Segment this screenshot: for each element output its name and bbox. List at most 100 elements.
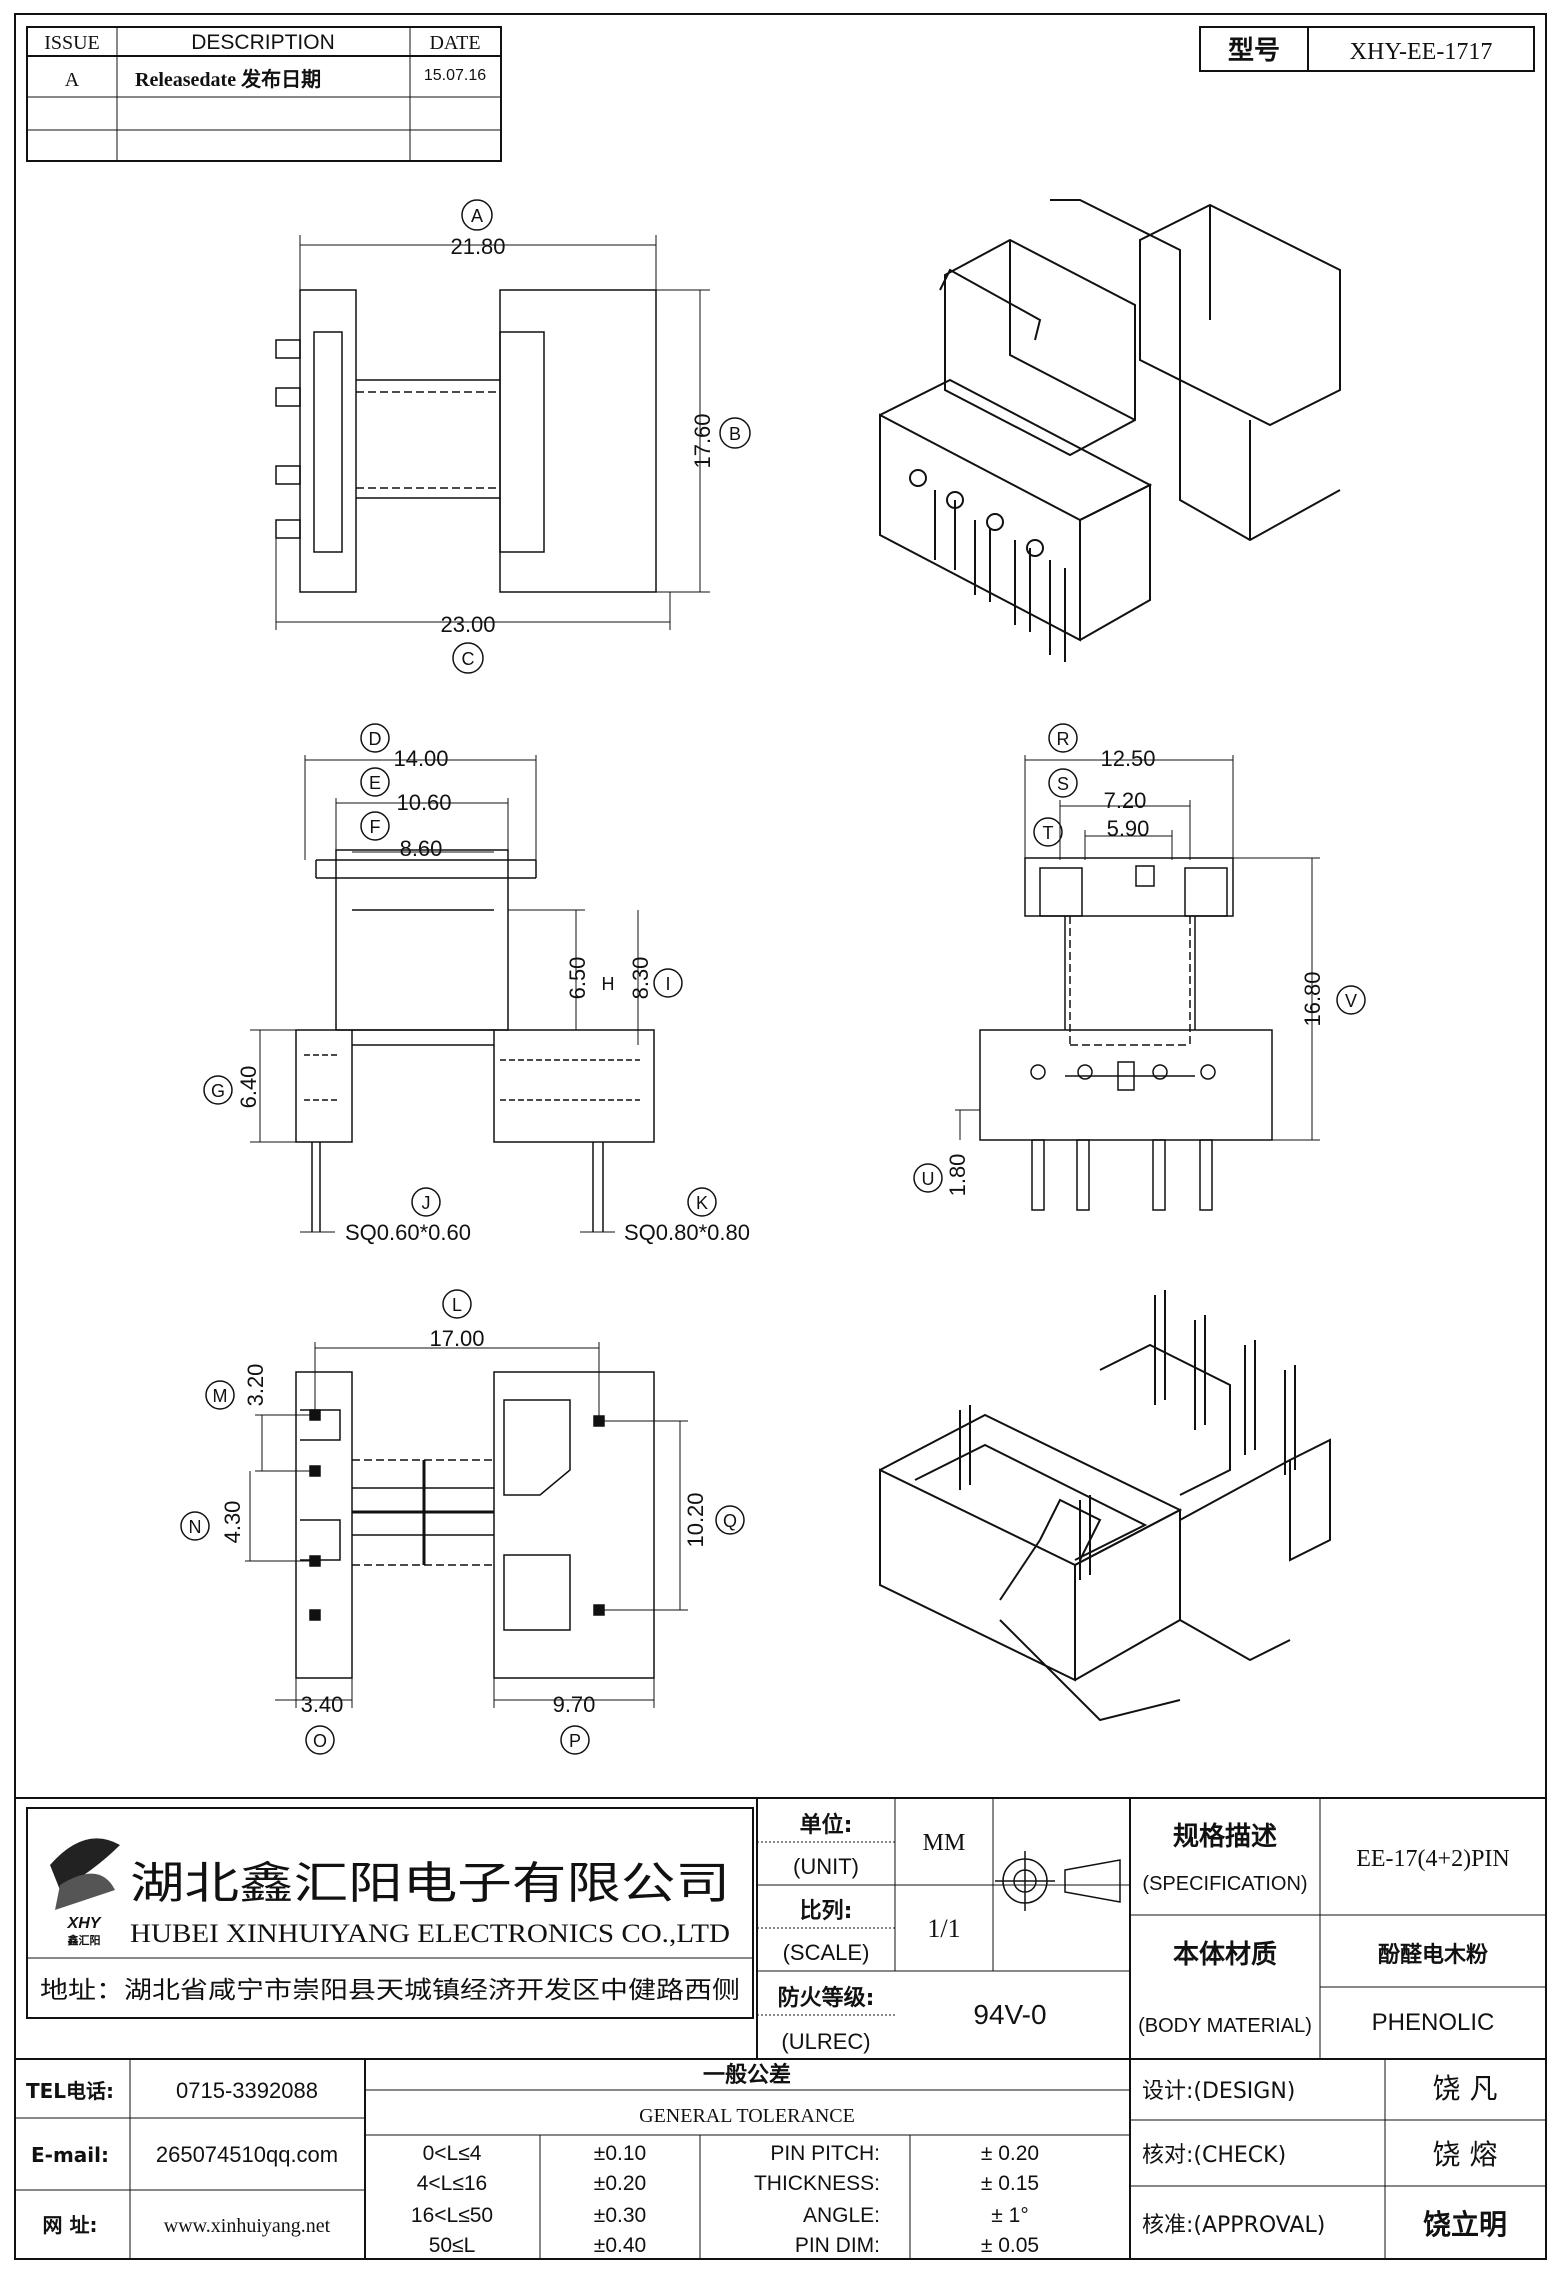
dim-letter-q: Q [723, 1511, 737, 1531]
logo-text: XHY [67, 1915, 102, 1932]
description-value: Releasedate 发布日期 [135, 67, 321, 91]
dim-v-value: 16.80 [1300, 971, 1325, 1026]
company-name-en: HUBEI XINHUIYANG ELECTRONICS CO.,LTD [130, 1919, 730, 1948]
dim-letter-v: V [1345, 991, 1357, 1011]
material-label-en: (BODY MATERIAL) [1138, 2015, 1312, 2037]
dim-letter-h: H [602, 974, 615, 994]
dim-letter-g: G [211, 1081, 225, 1101]
unit-value: MM [923, 1830, 966, 1856]
tolerance-range-2: 4<L≤16 [417, 2172, 488, 2195]
designer-name: 饶 凡 [1433, 2072, 1498, 2105]
dim-u-value: 1.80 [945, 1154, 970, 1197]
dim-a-value: 21.80 [450, 234, 505, 259]
ul-label-cn: 防火等级: [778, 1985, 875, 2011]
spec-label-en: (SPECIFICATION) [1142, 1873, 1307, 1895]
dim-t-value: 5.90 [1107, 816, 1150, 841]
tolerance-value-4: ±0.40 [594, 2234, 646, 2257]
check-label: 核对:(CHECK) [1142, 2143, 1286, 2168]
dim-letter-j: J [422, 1193, 431, 1213]
dim-letter-d: D [369, 729, 382, 749]
dim-letter-f: F [370, 817, 381, 837]
tolerance-item-value-4: ± 0.05 [981, 2234, 1039, 2257]
tolerance-item-4: PIN DIM: [795, 2234, 880, 2257]
tolerance-item-3: ANGLE: [803, 2204, 880, 2227]
web-value: www.xinhuiyang.net [164, 2215, 331, 2237]
dim-letter-k: K [696, 1193, 708, 1213]
isometric-view-top [879, 199, 1341, 662]
tolerance-item-value-1: ± 0.20 [981, 2142, 1039, 2165]
tolerance-range-3: 16<L≤50 [411, 2204, 493, 2227]
dim-m-value: 3.20 [243, 1364, 268, 1407]
isometric-view-bottom [879, 1290, 1331, 1722]
bottom-view-labels: L 17.00 M 3.20 N 4.30 Q 10.20 O 3.40 P 9… [189, 1295, 738, 1751]
dim-letter-i: I [665, 974, 670, 994]
tolerance-table: 0<L≤4 ±0.10 PIN PITCH: ± 0.20 4<L≤16 ±0.… [411, 2142, 1039, 2257]
dim-n-value: 4.30 [220, 1501, 245, 1544]
dim-letter-m: M [213, 1386, 228, 1406]
tolerance-title-cn: 一般公差 [703, 2062, 791, 2088]
header-issue: ISSUE [44, 32, 100, 54]
dim-r-value: 12.50 [1100, 746, 1155, 771]
material-value-en: PHENOLIC [1372, 2009, 1495, 2036]
model-label: 型号 [1228, 36, 1280, 66]
tolerance-item-2: THICKNESS: [754, 2172, 880, 2195]
issue-value: A [65, 69, 80, 91]
dim-letter-t: T [1043, 823, 1054, 843]
web-label: 网 址: [43, 2213, 98, 2237]
dim-letter-e: E [369, 773, 381, 793]
tolerance-item-value-3: ± 1° [991, 2204, 1028, 2227]
tolerance-title-en: GENERAL TOLERANCE [639, 2105, 855, 2127]
model-value: XHY-EE-1717 [1350, 39, 1493, 65]
dim-letter-n: N [189, 1517, 202, 1537]
dim-letter-a: A [471, 206, 483, 226]
dim-g-value: 6.40 [236, 1066, 261, 1109]
logo-subtext: 鑫汇阳 [67, 1933, 101, 1947]
dim-f-value: 8.60 [400, 836, 443, 861]
bottom-view [180, 1289, 745, 1755]
header-description: DESCRIPTION [191, 31, 335, 54]
tel-label: TEL电话: [26, 2079, 114, 2103]
front-view [203, 723, 717, 1233]
email-value: 265074510qq.com [156, 2142, 338, 2167]
dim-letter-p: P [569, 1731, 581, 1751]
approver-name: 饶立明 [1423, 2208, 1507, 2241]
dim-k-value: SQ0.80*0.80 [624, 1220, 750, 1245]
dim-o-value: 3.40 [301, 1692, 344, 1717]
header-date: DATE [429, 32, 480, 54]
top-view-labels: A 21.80 B 17.60 C 23.00 [440, 206, 741, 669]
ul-label-en: (ULREC) [781, 2029, 870, 2054]
dim-e-value: 10.60 [396, 790, 451, 815]
revision-table: ISSUE DESCRIPTION DATE A Releasedate 发布日… [26, 26, 502, 162]
model-box: 型号 XHY-EE-1717 [1199, 26, 1535, 72]
tolerance-item-1: PIN PITCH: [770, 2142, 880, 2165]
dim-c-value: 23.00 [440, 612, 495, 637]
material-value-cn: 酚醛电木粉 [1378, 1943, 1488, 1968]
company-address: 地址：湖北省咸宁市崇阳县天城镇经济开发区中健路西侧 [40, 1976, 740, 2004]
dim-letter-u: U [922, 1169, 935, 1189]
scale-label-cn: 比列: [800, 1899, 853, 1924]
date-value: 15.07.16 [424, 67, 486, 84]
dim-letter-s: S [1057, 774, 1069, 794]
approval-label: 核准:(APPROVAL) [1142, 2213, 1325, 2238]
dim-p-value: 9.70 [553, 1692, 596, 1717]
material-label-cn: 本体材质 [1173, 1940, 1277, 1970]
projection-symbol-icon [995, 1851, 1121, 1911]
side-view-labels: R 12.50 S 7.20 T 5.90 16.80 V U 1.80 [922, 729, 1358, 1196]
email-label: E-mail: [31, 2143, 109, 2167]
ul-value: 94V-0 [973, 1999, 1046, 2030]
dim-letter-b: B [729, 424, 741, 444]
dim-i-value: 8.30 [628, 957, 653, 1000]
dim-letter-l: L [452, 1295, 462, 1315]
dim-letter-r: R [1057, 729, 1070, 749]
design-label: 设计:(DESIGN) [1142, 2079, 1295, 2104]
dim-d-value: 14.00 [393, 746, 448, 771]
dim-h-value: 6.50 [565, 957, 590, 1000]
tolerance-item-value-2: ± 0.15 [981, 2172, 1039, 2195]
dim-b-value: 17.60 [690, 413, 715, 468]
approvals-block: 设计:(DESIGN) 饶 凡 核对:(CHECK) 饶 熔 核准:(APPRO… [1142, 2072, 1507, 2241]
dim-s-value: 7.20 [1104, 788, 1147, 813]
tolerance-range-1: 0<L≤4 [423, 2142, 482, 2165]
tolerance-range-4: 50≤L [429, 2234, 476, 2257]
